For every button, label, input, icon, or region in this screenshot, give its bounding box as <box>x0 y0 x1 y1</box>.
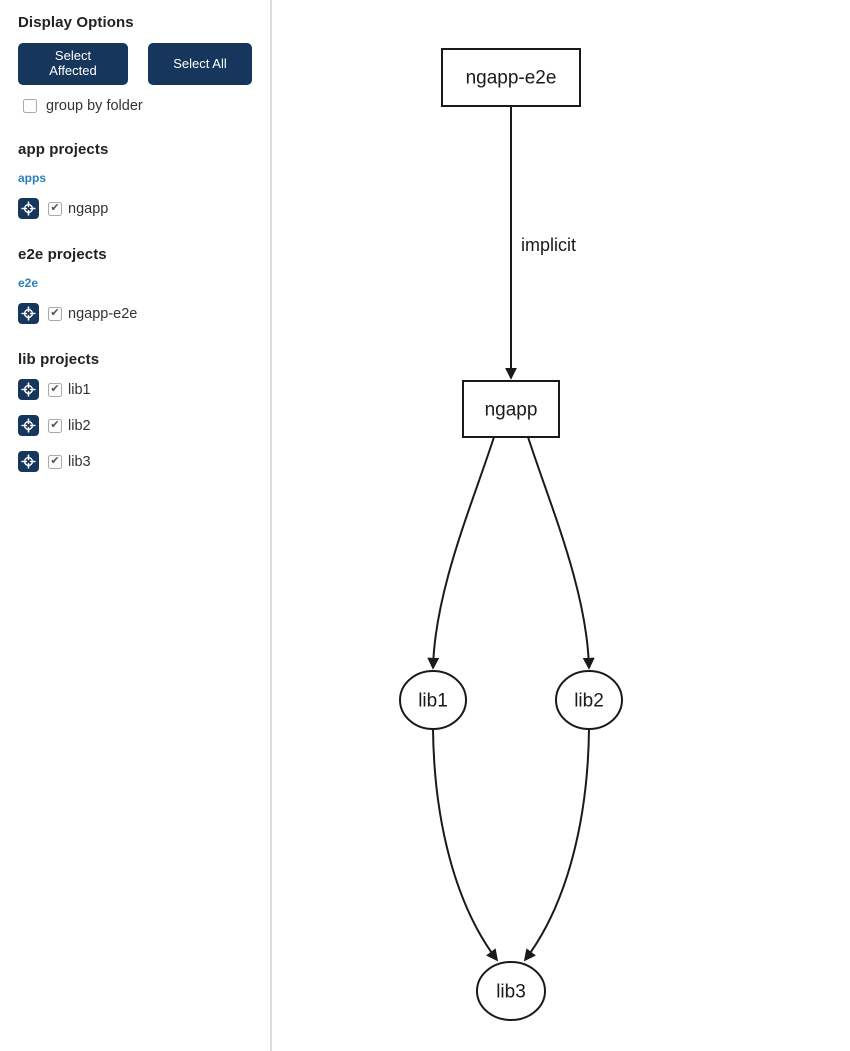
edge-label-implicit: implicit <box>521 235 576 255</box>
project-label-lib3: lib3 <box>68 453 91 470</box>
project-row-lib2: lib2 <box>18 415 254 436</box>
section-e2e-projects: e2e projects e2e ngapp-e2e <box>18 246 254 324</box>
node-label-lib3: lib3 <box>496 982 526 1003</box>
project-checkbox-ngapp[interactable] <box>48 201 62 216</box>
project-row-ngapp-e2e: ngapp-e2e <box>18 303 254 324</box>
crosshairs-icon <box>21 418 36 433</box>
focus-project-button-lib3[interactable] <box>18 451 39 472</box>
dependency-graph-panel: implicit ngapp-e2e ngapp lib1 lib2 lib3 <box>272 0 850 1051</box>
project-checkbox-ngapp-e2e[interactable] <box>48 306 62 321</box>
focus-project-button-lib2[interactable] <box>18 415 39 436</box>
project-label-ngapp-e2e: ngapp-e2e <box>68 305 138 322</box>
focus-project-button-ngapp[interactable] <box>18 198 39 219</box>
section-lib-projects: lib projects lib1 <box>18 351 254 472</box>
graph-edge-lib1-to-lib3 <box>432 728 499 962</box>
project-checkbox-lib1[interactable] <box>48 382 62 397</box>
folder-link-e2e[interactable]: e2e <box>18 276 39 290</box>
crosshairs-icon <box>21 382 36 397</box>
lib-projects-heading: lib projects <box>18 351 100 368</box>
select-all-button[interactable]: Select All <box>148 43 252 85</box>
project-row-lib1: lib1 <box>18 379 254 400</box>
graph-node-ngapp[interactable]: ngapp <box>462 380 560 438</box>
app-projects-heading: app projects <box>18 141 109 158</box>
graph-node-lib2[interactable]: lib2 <box>555 670 623 730</box>
node-label-ngapp-e2e: ngapp-e2e <box>466 68 557 89</box>
graph-edge-ngapp-to-lib1 <box>427 436 495 670</box>
project-checkbox-lib3[interactable] <box>48 454 62 469</box>
graph-edge-ngapp-to-lib2 <box>527 436 595 670</box>
display-options-sidebar: Display Options Select Affected Select A… <box>0 0 272 1051</box>
project-label-ngapp: ngapp <box>68 200 109 217</box>
project-checkbox-lib2[interactable] <box>48 418 62 433</box>
project-label-lib2: lib2 <box>68 417 91 434</box>
focus-project-button-ngapp-e2e[interactable] <box>18 303 39 324</box>
node-label-lib2: lib2 <box>574 691 604 712</box>
group-by-folder-row: group by folder <box>23 98 254 114</box>
project-label-lib1: lib1 <box>68 381 91 398</box>
project-row-lib3: lib3 <box>18 451 254 472</box>
display-options-heading: Display Options <box>18 14 134 31</box>
group-by-folder-checkbox[interactable] <box>23 99 37 113</box>
focus-project-button-lib1[interactable] <box>18 379 39 400</box>
folder-link-apps[interactable]: apps <box>18 171 47 185</box>
group-by-folder-label: group by folder <box>46 98 143 114</box>
node-label-ngapp: ngapp <box>485 400 538 421</box>
section-app-projects: app projects apps ngapp <box>18 141 254 219</box>
graph-edge-lib2-to-lib3 <box>523 728 590 962</box>
graph-node-ngapp-e2e[interactable]: ngapp-e2e <box>441 48 581 107</box>
crosshairs-icon <box>21 201 36 216</box>
crosshairs-icon <box>21 306 36 321</box>
crosshairs-icon <box>21 454 36 469</box>
project-row-ngapp: ngapp <box>18 198 254 219</box>
dependency-graph-canvas[interactable]: implicit ngapp-e2e ngapp lib1 lib2 lib3 <box>272 0 850 1051</box>
graph-node-lib3[interactable]: lib3 <box>476 961 546 1021</box>
selection-buttons: Select Affected Select All <box>18 43 254 85</box>
e2e-projects-heading: e2e projects <box>18 246 107 263</box>
graph-node-lib1[interactable]: lib1 <box>399 670 467 730</box>
select-affected-button[interactable]: Select Affected <box>18 43 128 85</box>
node-label-lib1: lib1 <box>418 691 448 712</box>
